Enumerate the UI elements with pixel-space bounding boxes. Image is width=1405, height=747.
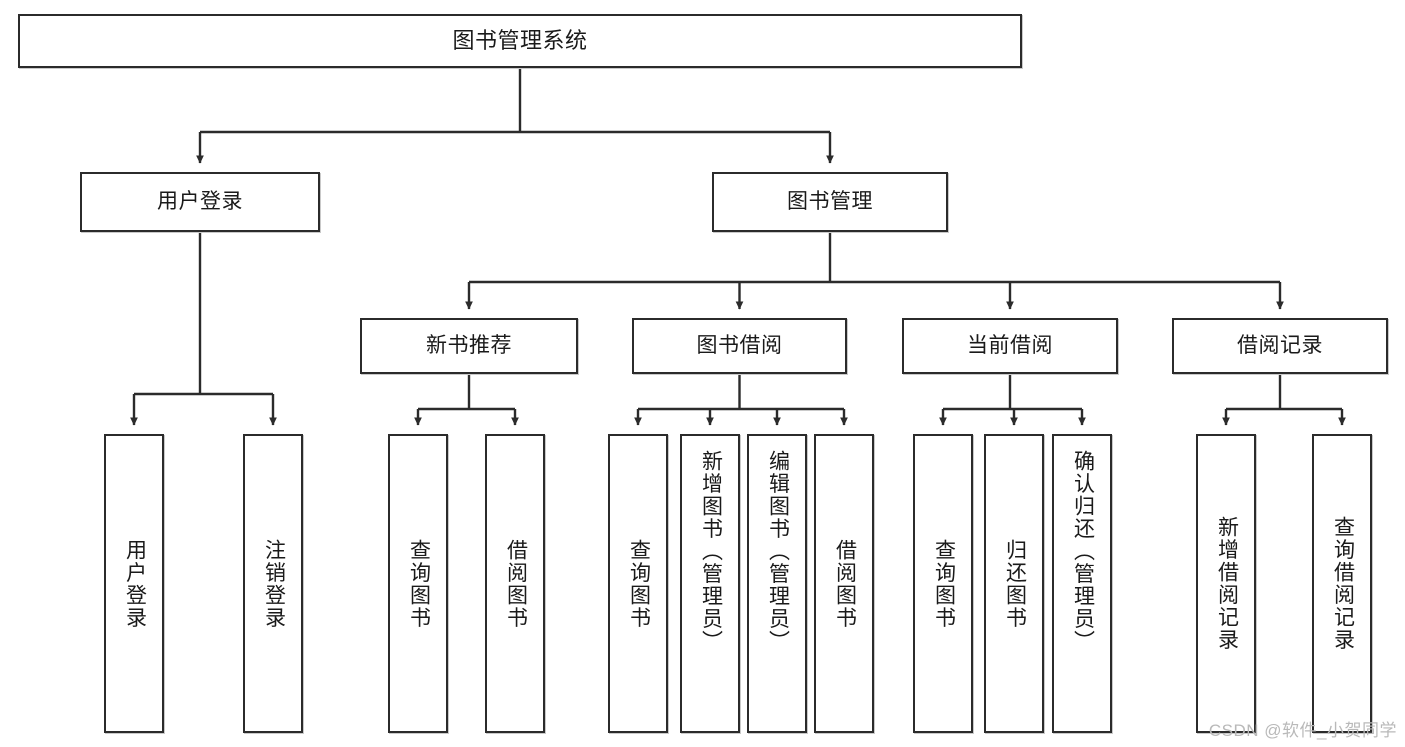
node-borrow_record[interactable]: 借阅记录 (1172, 318, 1388, 374)
node-leaf_query_book_3[interactable]: 查询图书 (913, 434, 973, 733)
node-label: 确认归还（管理员） (1071, 450, 1095, 653)
node-leaf_user_login[interactable]: 用户登录 (104, 434, 164, 733)
node-label: 用户登录 (157, 190, 243, 214)
node-label: 编辑图书（管理员） (766, 450, 790, 653)
watermark-text: CSDN @软件_小贺同学 (1208, 721, 1397, 740)
node-label: 借阅记录 (1237, 334, 1323, 358)
node-leaf_edit_book[interactable]: 编辑图书（管理员） (747, 434, 807, 733)
node-label: 用户登录 (123, 538, 147, 629)
node-label: 注销登录 (262, 538, 286, 629)
node-label: 查询图书 (932, 538, 956, 629)
node-label: 归还图书 (1003, 538, 1027, 629)
node-leaf_user_logout[interactable]: 注销登录 (243, 434, 303, 733)
node-label: 查询借阅记录 (1331, 516, 1355, 651)
node-leaf_add_book[interactable]: 新增图书（管理员） (680, 434, 740, 733)
node-user_login[interactable]: 用户登录 (80, 172, 320, 232)
node-book_mgmt[interactable]: 图书管理 (712, 172, 948, 232)
node-leaf_query_book_1[interactable]: 查询图书 (388, 434, 448, 733)
node-label: 查询图书 (407, 538, 431, 629)
node-leaf_return_book[interactable]: 归还图书 (984, 434, 1044, 733)
node-label: 当前借阅 (967, 334, 1053, 358)
node-label: 图书管理 (787, 190, 873, 214)
node-label: 新书推荐 (426, 334, 512, 358)
node-new_book_rec[interactable]: 新书推荐 (360, 318, 578, 374)
node-label: 新增图书（管理员） (699, 450, 723, 653)
node-label: 新增借阅记录 (1215, 516, 1239, 651)
node-leaf_confirm_return[interactable]: 确认归还（管理员） (1052, 434, 1112, 733)
node-label: 借阅图书 (504, 538, 528, 629)
node-leaf_add_record[interactable]: 新增借阅记录 (1196, 434, 1256, 733)
node-label: 图书借阅 (696, 334, 783, 358)
node-book_borrow[interactable]: 图书借阅 (632, 318, 847, 374)
node-root[interactable]: 图书管理系统 (18, 14, 1022, 68)
node-leaf_query_book_2[interactable]: 查询图书 (608, 434, 668, 733)
node-current_borrow[interactable]: 当前借阅 (902, 318, 1118, 374)
node-label: 查询图书 (627, 538, 651, 629)
node-label: 图书管理系统 (452, 27, 588, 53)
node-leaf_query_record[interactable]: 查询借阅记录 (1312, 434, 1372, 733)
node-leaf_borrow_book_2[interactable]: 借阅图书 (814, 434, 874, 733)
node-label: 借阅图书 (833, 538, 857, 629)
node-leaf_borrow_book_1[interactable]: 借阅图书 (485, 434, 545, 733)
